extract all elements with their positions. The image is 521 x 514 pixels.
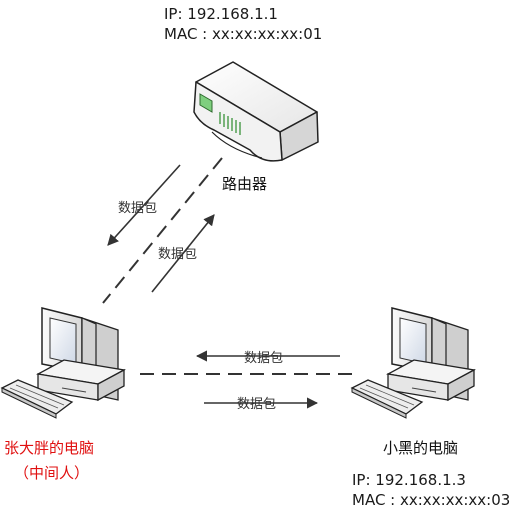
- link-router-attacker: [102, 157, 223, 304]
- packet-label-victim-to-attacker: 数据包: [244, 351, 284, 366]
- victim-mac: MAC : xx:xx:xx:xx:03: [352, 491, 511, 509]
- attacker-label: 张大胖的电脑: [4, 439, 95, 457]
- packet-label-attacker-to-router: 数据包: [158, 247, 198, 262]
- router-ip: IP: 192.168.1.1: [164, 5, 278, 23]
- victim-label: 小黑的电脑: [383, 439, 459, 457]
- attacker-computer-icon: [0, 307, 126, 419]
- packet-label-attacker-to-victim: 数据包: [237, 397, 277, 412]
- attacker-sublabel: （中间人）: [14, 464, 90, 482]
- victim-computer-icon: [350, 307, 476, 419]
- router-mac: MAC : xx:xx:xx:xx:01: [164, 25, 323, 43]
- packet-label-router-to-attacker: 数据包: [118, 201, 158, 216]
- router-icon: [193, 61, 319, 162]
- victim-ip: IP: 192.168.1.3: [352, 471, 466, 489]
- arrow-attacker-to-router: [151, 214, 215, 293]
- router-label: 路由器: [222, 175, 268, 193]
- arrow-router-to-attacker: [107, 164, 181, 246]
